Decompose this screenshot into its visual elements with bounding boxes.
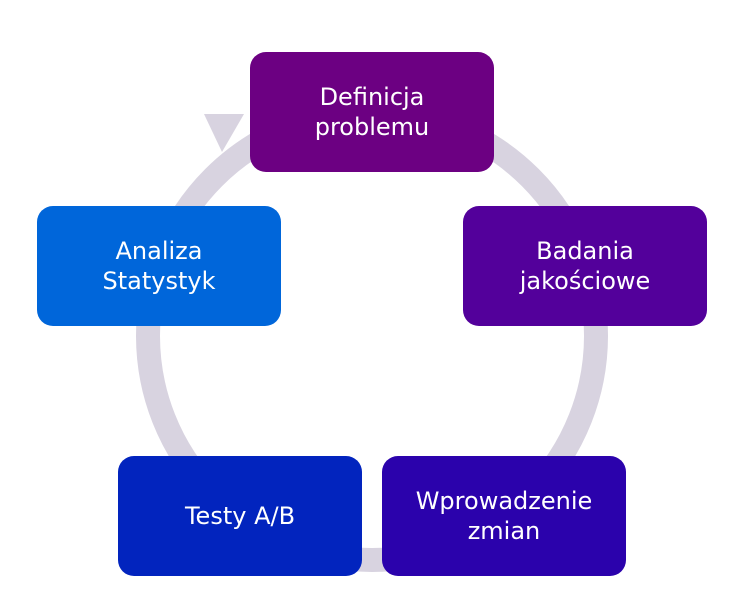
step-label: Wprowadzenie: [415, 487, 593, 515]
step-label: jakościowe: [519, 267, 651, 295]
step-label: Testy A/B: [184, 502, 296, 530]
step-testy-ab: Testy A/B: [118, 456, 362, 576]
step-label: Definicja: [319, 83, 425, 111]
step-label: problemu: [314, 113, 430, 141]
step-label: Statystyk: [102, 267, 216, 295]
arrowhead-icon: [204, 114, 244, 152]
step-label: Analiza: [115, 237, 203, 265]
step-label: Badania: [536, 237, 634, 265]
step-label: zmian: [467, 517, 541, 545]
